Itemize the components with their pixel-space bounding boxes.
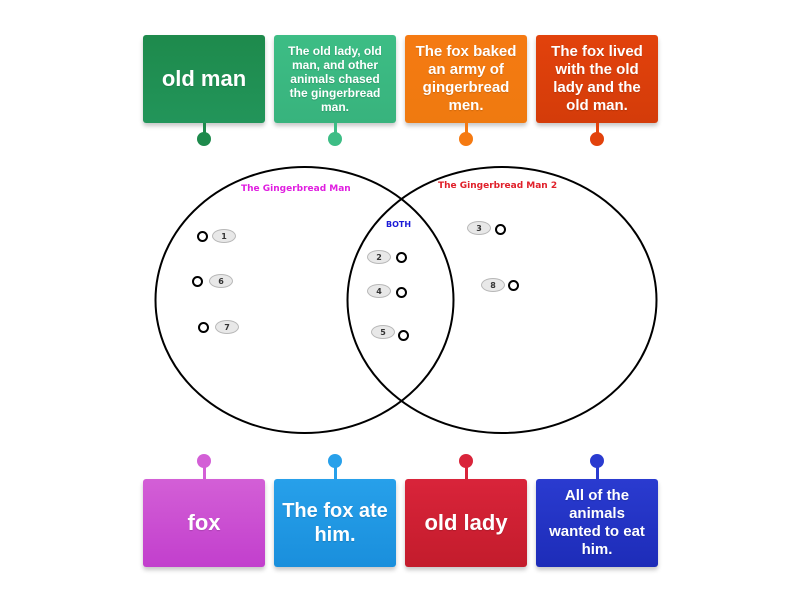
draggable-tile-fox-ate-him[interactable]: The fox ate him. — [274, 479, 396, 567]
set-b-label: The Gingerbread Man 2 — [438, 181, 558, 191]
tile-text: old lady — [424, 510, 508, 535]
slot-number-badge: 1 — [212, 229, 236, 243]
tile-text: All of the animals wanted to eat him. — [549, 487, 645, 558]
tile-text: fox — [187, 510, 221, 535]
tile-pin-stem — [202, 466, 206, 479]
tile-text: old man — [161, 66, 247, 91]
tile-text: The fox ate him. — [282, 500, 388, 546]
draggable-tile-fox-lived[interactable]: The fox lived with the old lady and the … — [536, 35, 658, 123]
drop-target-ring-icon[interactable] — [197, 231, 208, 242]
draggable-tile-fox-baked[interactable]: The fox baked an army of gingerbread men… — [405, 35, 527, 123]
tile-pin-stem — [333, 466, 337, 479]
tile-pin-icon — [459, 132, 473, 146]
tile-pin-icon — [590, 132, 604, 146]
drop-target-ring-icon[interactable] — [398, 330, 409, 341]
tile-pin-icon — [590, 454, 604, 468]
drop-target-ring-icon[interactable] — [198, 322, 209, 333]
tile-pin-icon — [328, 454, 342, 468]
tile-pin-stem — [464, 466, 468, 479]
set-a-ellipse — [154, 166, 455, 434]
tile-text: The old lady, old man, and other animals… — [288, 44, 382, 114]
drop-target-ring-icon[interactable] — [508, 280, 519, 291]
drop-target-ring-icon[interactable] — [192, 276, 203, 287]
draggable-tile-animals-wanted[interactable]: All of the animals wanted to eat him. — [536, 479, 658, 567]
drop-target-ring-icon[interactable] — [495, 224, 506, 235]
slot-number-badge: 4 — [367, 284, 391, 298]
tile-pin-stem — [595, 466, 599, 479]
draggable-tile-old-lady[interactable]: old lady — [405, 479, 527, 567]
set-b-ellipse — [346, 166, 658, 434]
both-label: BOTH — [386, 220, 412, 229]
draggable-tile-fox[interactable]: fox — [143, 479, 265, 567]
tile-pin-icon — [459, 454, 473, 468]
slot-number-badge: 3 — [467, 221, 491, 235]
slot-number-badge: 5 — [371, 325, 395, 339]
tile-text: The fox lived with the old lady and the … — [551, 43, 643, 114]
drop-target-ring-icon[interactable] — [396, 252, 407, 263]
tile-pin-icon — [197, 132, 211, 146]
slot-number-badge: 7 — [215, 320, 239, 334]
tile-pin-stem — [333, 123, 337, 133]
tile-pin-stem — [464, 123, 468, 133]
set-a-label: The Gingerbread Man — [241, 184, 351, 194]
slot-number-badge: 8 — [481, 278, 505, 292]
drop-target-ring-icon[interactable] — [396, 287, 407, 298]
tile-pin-icon — [328, 132, 342, 146]
slot-number-badge: 2 — [367, 250, 391, 264]
tile-pin-stem — [595, 123, 599, 133]
draggable-tile-old-man[interactable]: old man — [143, 35, 265, 123]
tile-text: The fox baked an army of gingerbread men… — [415, 43, 517, 114]
tile-pin-icon — [197, 454, 211, 468]
tile-pin-stem — [202, 123, 206, 133]
slot-number-badge: 6 — [209, 274, 233, 288]
draggable-tile-chased[interactable]: The old lady, old man, and other animals… — [274, 35, 396, 123]
